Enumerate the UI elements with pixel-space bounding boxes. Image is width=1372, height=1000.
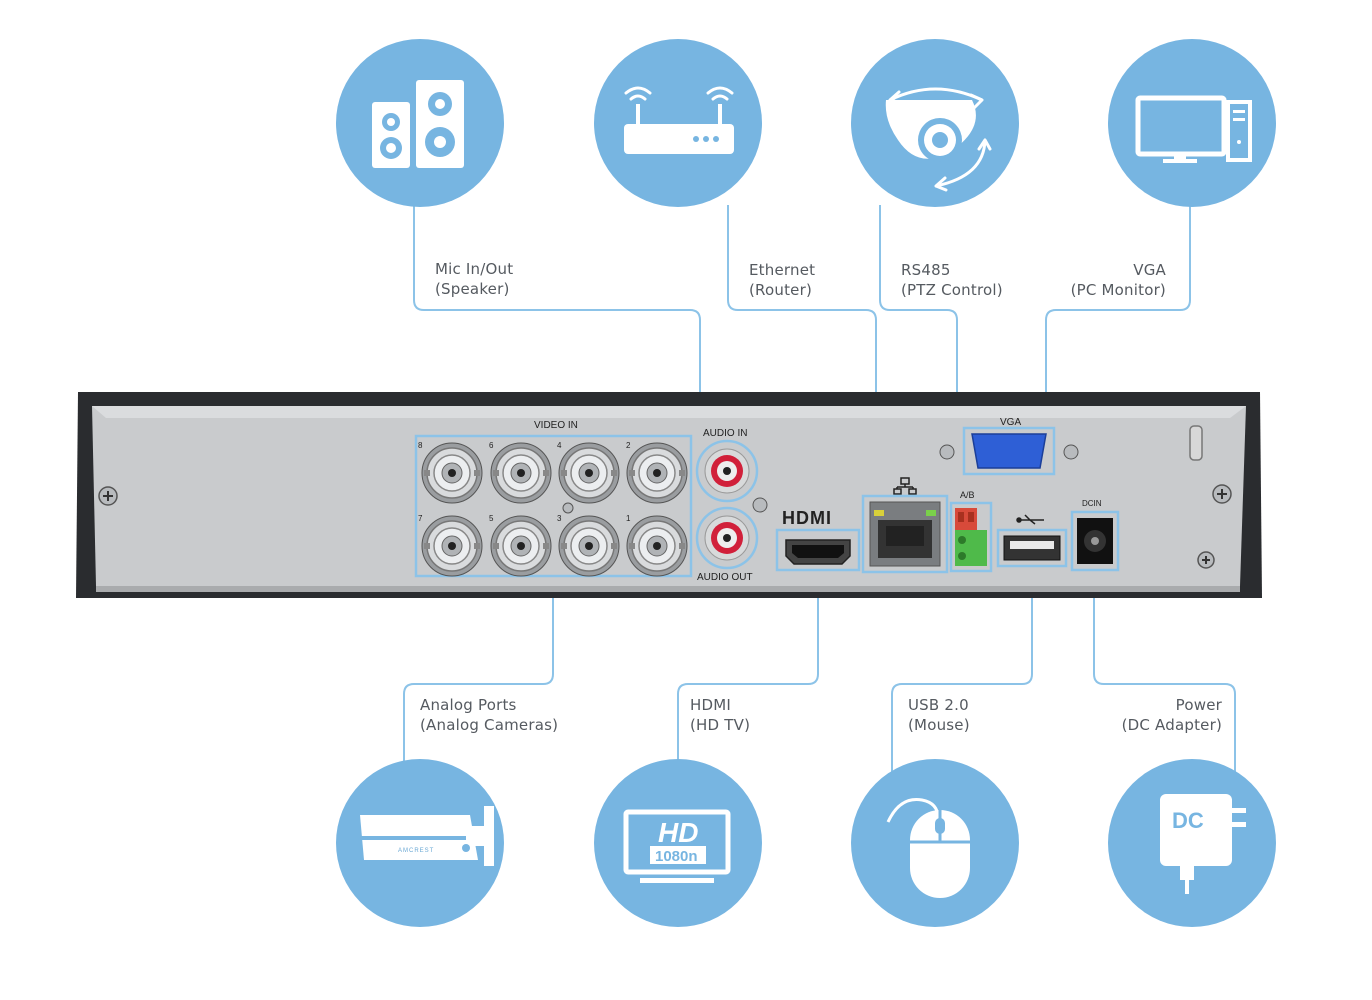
bnc-port	[421, 515, 483, 577]
label-rs485-line1: RS485	[901, 261, 951, 279]
bnc-port	[421, 442, 483, 504]
camera-brand-text: AMCREST	[398, 848, 434, 854]
dcin-port	[1070, 510, 1120, 572]
pc-monitor-icon	[1135, 95, 1252, 163]
connector-usb	[891, 570, 1033, 772]
bnc-number: 6	[489, 441, 494, 450]
label-usb: USB 2.0 (Mouse)	[908, 695, 970, 735]
video-in-box	[414, 434, 693, 578]
connector-power	[1093, 570, 1236, 772]
hd-text: HD	[658, 817, 698, 848]
bnc-number: 3	[557, 514, 562, 523]
center-screw	[562, 502, 574, 514]
hdmi-logo: HDMI	[782, 508, 832, 528]
hd-res-text: 1080n	[655, 848, 698, 865]
network-icon	[893, 477, 917, 495]
bnc-number: 8	[418, 441, 423, 450]
circle-vga	[1108, 39, 1276, 207]
bullet-camera-icon: AMCREST	[356, 806, 494, 866]
label-ethernet: Ethernet (Router)	[749, 260, 815, 300]
label-rs485: RS485 (PTZ Control)	[901, 260, 1003, 300]
panel-screw-bottom-right	[1197, 551, 1215, 569]
speakers-icon	[372, 80, 464, 168]
circle-hdmi	[594, 759, 762, 927]
dvr-back-panel: VIDEO IN 8 6 4 2 7 5 3 1 AUDIO IN	[76, 392, 1262, 598]
connector-hdmi	[677, 568, 819, 765]
bnc-port-numbers: 8 6 4 2 7 5 3 1	[418, 441, 631, 523]
label-analog-line1: Analog Ports	[420, 696, 517, 714]
bnc-number: 1	[626, 514, 631, 523]
bnc-ports	[421, 442, 688, 577]
ground-post	[1189, 425, 1203, 461]
label-power: Power (DC Adapter)	[1122, 695, 1222, 735]
bnc-number: 2	[626, 441, 631, 450]
audio-out-label: AUDIO OUT	[697, 572, 753, 583]
label-analog: Analog Ports (Analog Cameras)	[420, 695, 558, 735]
mouse-icon	[886, 797, 970, 898]
label-analog-line2: (Analog Cameras)	[420, 716, 559, 734]
bnc-number: 4	[557, 441, 562, 450]
audio-out-port	[695, 506, 759, 570]
label-vga-line1: VGA	[1133, 261, 1166, 279]
circle-ethernet	[594, 39, 762, 207]
label-ethernet-line1: Ethernet	[749, 261, 816, 279]
connector-lines	[403, 205, 1236, 772]
label-hdmi-line1: HDMI	[690, 696, 731, 714]
label-mic-line2: (Speaker)	[435, 280, 510, 298]
dc-adapter-icon: DC	[1160, 794, 1246, 894]
label-hdmi: HDMI (HD TV)	[690, 695, 750, 735]
bnc-port	[558, 515, 620, 577]
label-hdmi-line2: (HD TV)	[690, 716, 751, 734]
bnc-port	[558, 442, 620, 504]
vga-label: VGA	[1000, 417, 1021, 428]
label-usb-line2: (Mouse)	[908, 716, 970, 734]
ethernet-port	[861, 494, 949, 574]
audio-screw	[752, 497, 768, 513]
usb-port	[996, 528, 1068, 568]
hd-tv-icon: HD 1080n	[623, 809, 731, 883]
bnc-port	[626, 515, 688, 577]
label-ethernet-line2: (Router)	[749, 281, 813, 299]
bnc-port	[490, 515, 552, 577]
bnc-number: 7	[418, 514, 423, 523]
ab-label: A/B	[960, 490, 975, 500]
label-mic: Mic In/Out (Speaker)	[435, 259, 513, 299]
label-usb-line1: USB 2.0	[908, 696, 969, 714]
connector-mic	[413, 205, 701, 470]
dc-text: DC	[1172, 808, 1204, 833]
label-rs485-line2: (PTZ Control)	[901, 281, 1003, 299]
bnc-number: 5	[489, 514, 494, 523]
video-in-label: VIDEO IN	[534, 420, 578, 431]
label-vga-line2: (PC Monitor)	[1070, 281, 1166, 299]
bnc-port	[626, 442, 688, 504]
hdmi-port	[775, 528, 861, 572]
vga-port	[939, 426, 1079, 476]
audio-in-label: AUDIO IN	[703, 428, 747, 439]
label-power-line2: (DC Adapter)	[1121, 716, 1222, 734]
ptz-camera-icon	[885, 87, 992, 192]
label-vga: VGA (PC Monitor)	[1071, 260, 1166, 300]
side-screw-right	[1212, 484, 1232, 504]
connector-analog	[403, 578, 554, 765]
connector-ethernet	[727, 205, 877, 505]
side-screw-left	[98, 486, 118, 506]
audio-in-port	[695, 439, 759, 503]
bnc-port	[490, 442, 552, 504]
connector-vga	[1045, 205, 1191, 430]
rs485-terminal	[949, 501, 993, 573]
usb-icon	[1016, 514, 1044, 525]
label-mic-line1: Mic In/Out	[435, 260, 514, 278]
label-power-line1: Power	[1175, 696, 1222, 714]
dcin-label: DCIN	[1082, 499, 1102, 508]
router-icon	[624, 86, 734, 154]
connector-rs485	[879, 205, 958, 505]
